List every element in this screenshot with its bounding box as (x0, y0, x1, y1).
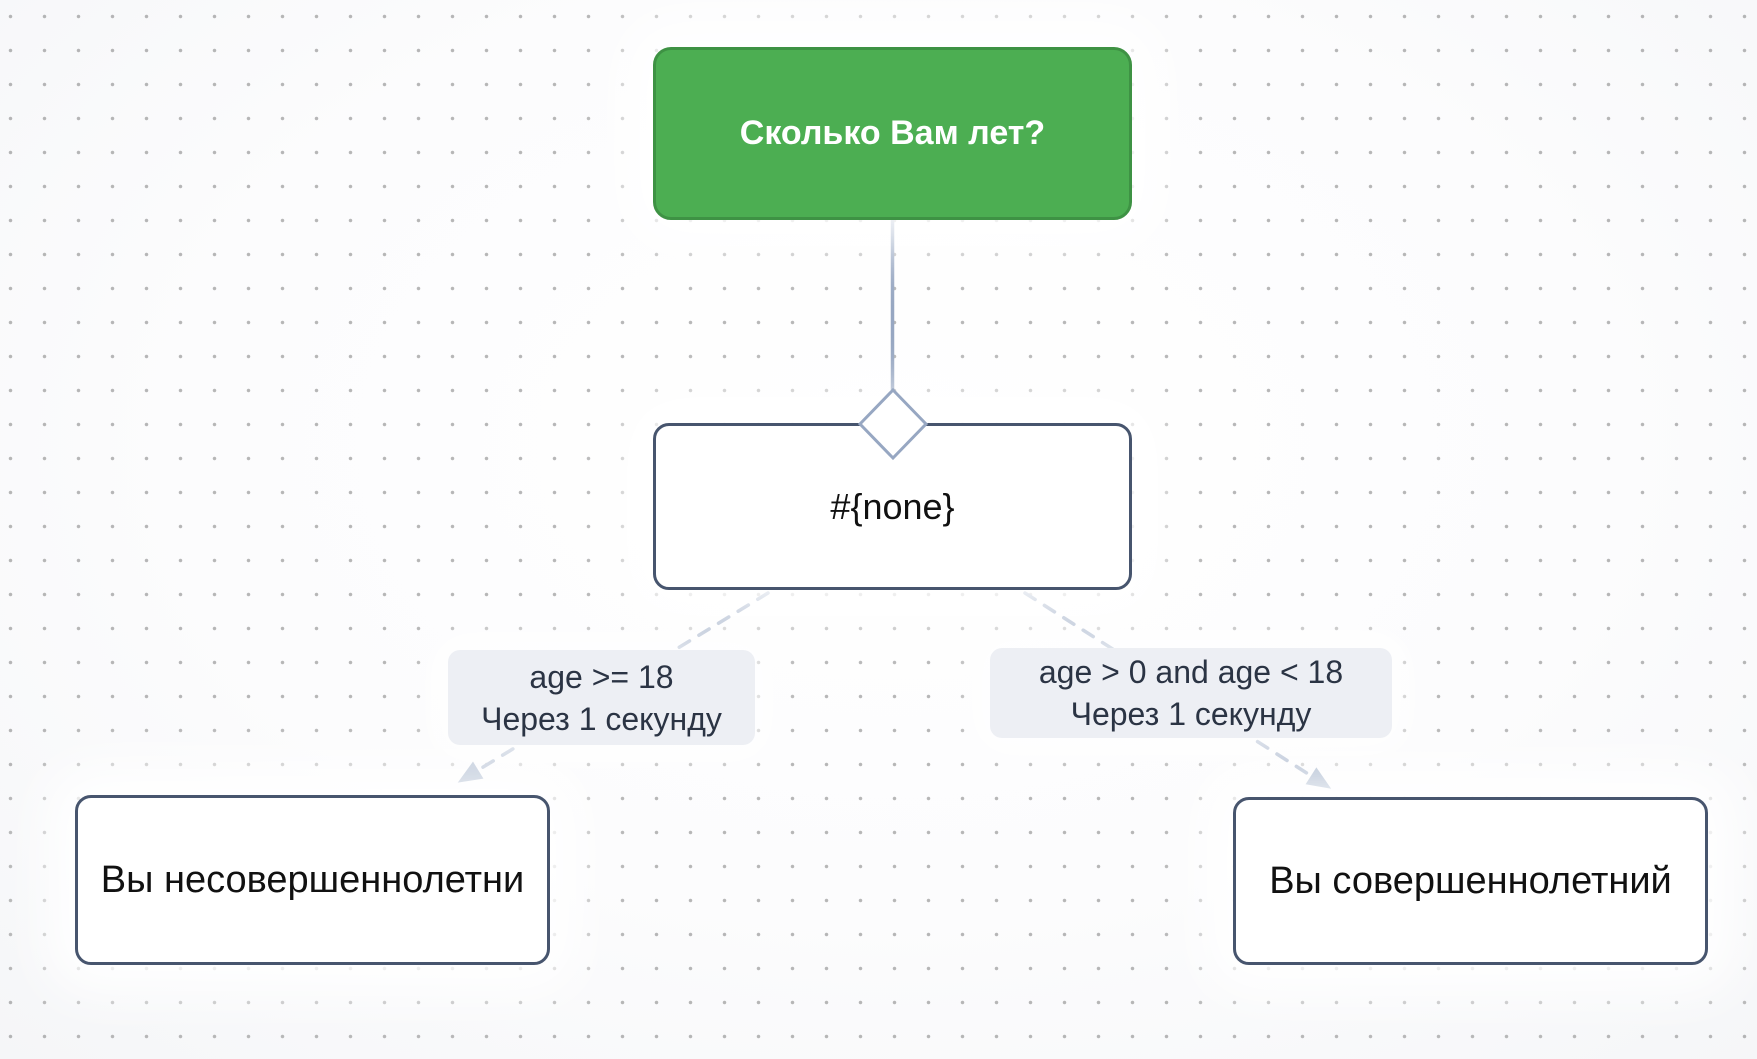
edge-right-condition-text: age > 0 and age < 18 (1038, 654, 1344, 690)
node-question-text: Сколько Вам лет? (739, 114, 1046, 152)
edge-label-left[interactable]: age >= 18 Через 1 секунду (448, 650, 755, 745)
node-condition-text: #{none} (830, 485, 955, 527)
node-condition[interactable]: #{none} (653, 423, 1132, 590)
edge-left-condition-text: age >= 18 (529, 658, 674, 695)
node-minor-result[interactable]: Вы несовершеннолетни (75, 795, 550, 965)
node-question[interactable]: Сколько Вам лет? (653, 47, 1132, 220)
node-adult-text: Вы совершеннолетний (1269, 859, 1672, 902)
node-adult-result[interactable]: Вы совершеннолетний (1233, 797, 1708, 965)
edge-condition-to-adult[interactable] (1023, 591, 1332, 789)
edge-condition-to-minor[interactable] (457, 591, 770, 783)
edge-right-delay-text: Через 1 секунду (1070, 696, 1312, 732)
node-minor-text: Вы несовершеннолетни (100, 858, 525, 901)
edge-label-right[interactable]: age > 0 and age < 18 Через 1 секунду (990, 648, 1392, 738)
edge-left-delay-text: Через 1 секунду (481, 700, 722, 737)
